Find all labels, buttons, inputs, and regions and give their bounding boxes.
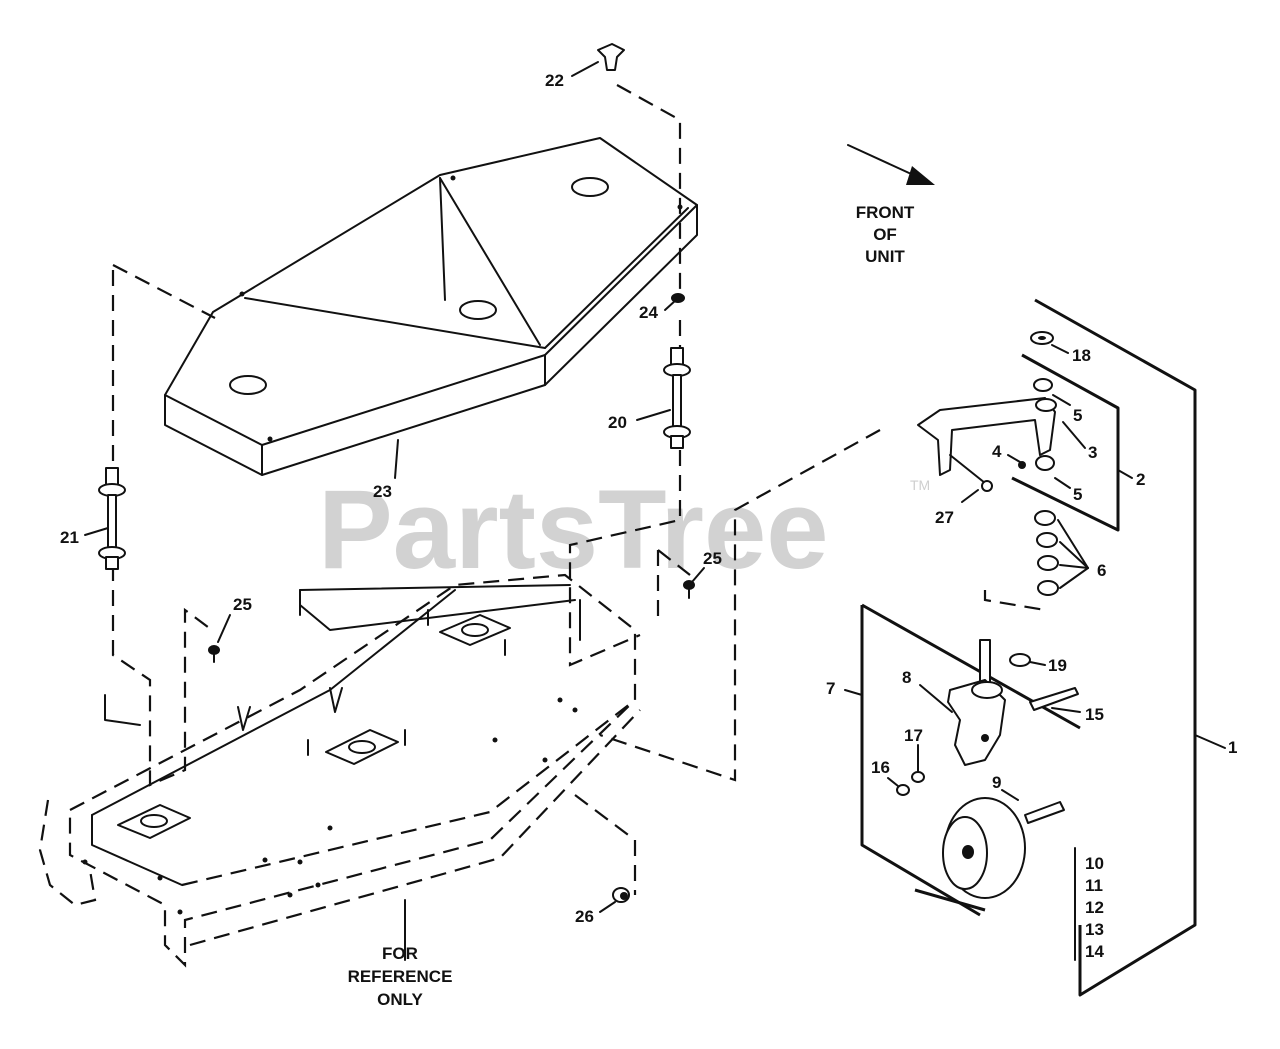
- front-note-line-2: OF: [873, 225, 897, 244]
- callout-26: 26: [575, 907, 594, 926]
- callout-7: 7: [826, 679, 835, 698]
- bolt-21: [98, 467, 126, 570]
- callout-2: 2: [1136, 470, 1145, 489]
- watermark: PartsTree TM: [318, 467, 930, 592]
- wing-knob-22: [597, 43, 625, 71]
- reference-note-line-3: ONLY: [377, 990, 423, 1009]
- callout-leaders: [84, 61, 1226, 961]
- callout-17: 17: [904, 726, 923, 745]
- caster-assembly: [860, 298, 1197, 997]
- callout-1: 1: [1228, 738, 1237, 757]
- callout-5-lower: 5: [1073, 485, 1082, 504]
- callout-20: 20: [608, 413, 627, 432]
- fitting-26: [612, 887, 630, 903]
- callout-12: 12: [1085, 898, 1104, 917]
- callout-16: 16: [871, 758, 890, 777]
- callout-6: 6: [1097, 561, 1106, 580]
- callout-19: 19: [1048, 656, 1067, 675]
- reference-note-line-2: REFERENCE: [348, 967, 453, 986]
- callout-24: 24: [639, 303, 658, 322]
- callout-9: 9: [992, 773, 1001, 792]
- callout-3: 3: [1088, 443, 1097, 462]
- mower-deck: [38, 573, 641, 968]
- callout-4: 4: [992, 442, 1002, 461]
- callout-15: 15: [1085, 705, 1104, 724]
- callout-11: 11: [1085, 876, 1103, 895]
- callout-25-left: 25: [233, 595, 252, 614]
- front-of-unit-note: FRONT OF UNIT: [856, 203, 915, 266]
- front-note-line-3: UNIT: [865, 247, 905, 266]
- deck-cover: [164, 137, 698, 476]
- watermark-trademark: TM: [910, 477, 930, 493]
- callout-18: 18: [1072, 346, 1091, 365]
- callout-10: 10: [1085, 854, 1104, 873]
- callout-22: 22: [545, 71, 564, 90]
- callout-14: 14: [1085, 942, 1104, 961]
- callout-23: 23: [373, 482, 392, 501]
- callout-27: 27: [935, 508, 954, 527]
- front-arrow: [847, 144, 935, 185]
- callout-5-upper: 5: [1073, 406, 1082, 425]
- callout-21: 21: [60, 528, 79, 547]
- callout-13: 13: [1085, 920, 1104, 939]
- callout-25-right: 25: [703, 549, 722, 568]
- callout-labels: 1 2 3 4 5 5 6 7 8 9 10 11 12 13 14 15 16…: [60, 71, 1237, 961]
- front-note-line-1: FRONT: [856, 203, 915, 222]
- watermark-text: PartsTree: [318, 467, 829, 592]
- reference-only-note: FOR REFERENCE ONLY: [348, 944, 453, 1009]
- push-nut-25a: [208, 645, 220, 663]
- bolt-20: [663, 347, 691, 449]
- callout-8: 8: [902, 668, 911, 687]
- reference-note-line-1: FOR: [382, 944, 418, 963]
- dashed-leaders: [111, 84, 1046, 895]
